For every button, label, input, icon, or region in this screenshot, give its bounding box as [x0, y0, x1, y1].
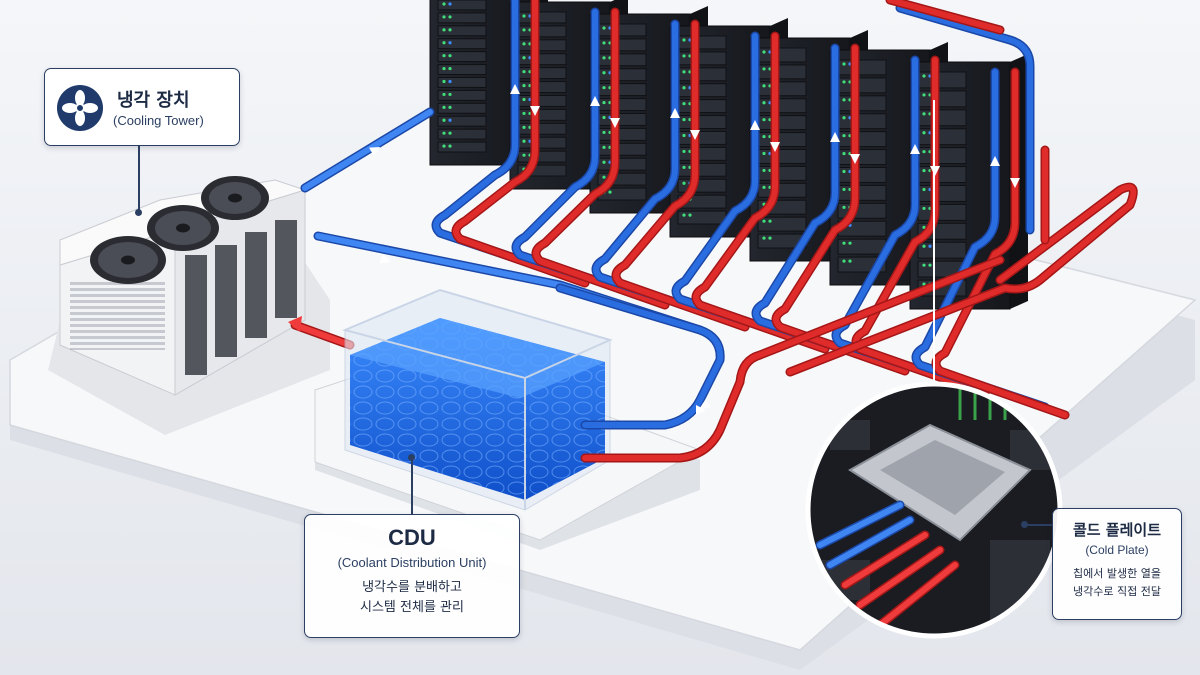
cdu-label-connector: [411, 458, 413, 514]
fan-icon: [201, 176, 269, 220]
flow-arrow-icon: [510, 84, 520, 94]
cooling-label-connector: [138, 146, 140, 212]
cold-plate-connector: [1026, 524, 1052, 526]
fan-icon: [147, 205, 219, 251]
flow-arrow-icon: [690, 130, 700, 140]
flow-arrow-icon: [750, 120, 760, 130]
flow-arrow-icon: [1010, 178, 1020, 188]
cdu-title: CDU: [388, 525, 436, 550]
cooling-tower-label: 냉각 장치 (Cooling Tower): [44, 68, 240, 146]
cold-plate-subtitle: (Cold Plate): [1085, 543, 1149, 557]
fan-icon: [90, 236, 166, 284]
flow-arrow-icon: [590, 96, 600, 106]
flow-arrow-icon: [369, 147, 381, 157]
cdu-subtitle: (Coolant Distribution Unit): [337, 555, 487, 570]
pipe-network: [369, 0, 1138, 463]
cold-plate-label: 콜드 플레이트 (Cold Plate) 칩에서 발생한 열을 냉각수로 직접 …: [1052, 508, 1182, 620]
cold-plate-anchor: [1021, 521, 1028, 528]
flow-arrow-icon: [530, 106, 540, 116]
cdu-description: 냉각수를 분배하고 시스템 전체를 관리: [305, 578, 519, 618]
flow-arrow-icon: [610, 118, 620, 128]
flow-arrow-icon: [990, 156, 1000, 166]
fan-icon: [57, 85, 103, 131]
cooling-tower: [48, 176, 330, 435]
cold-plate-desc-line-2: 냉각수로 직접 전달: [1073, 585, 1161, 598]
cdu-label-anchor: [408, 454, 415, 461]
cdu-label: CDU (Coolant Distribution Unit) 냉각수를 분배하…: [304, 514, 520, 638]
flow-arrow-icon: [910, 144, 920, 154]
cold-plate-title: 콜드 플레이트: [1072, 521, 1162, 539]
flow-arrow-icon: [830, 132, 840, 142]
flow-arrow-icon: [696, 405, 706, 415]
cold-plate-description: 칩에서 발생한 열을 냉각수로 직접 전달: [1053, 565, 1181, 601]
flow-arrow-icon: [670, 108, 680, 118]
flow-arrow-icon: [850, 154, 860, 164]
flow-arrow-icon: [770, 142, 780, 152]
cold-plate-desc-line-1: 칩에서 발생한 열을: [1073, 567, 1161, 580]
cooling-tower-subtitle: (Cooling Tower): [113, 113, 204, 128]
cooling-tower-title: 냉각 장치: [117, 90, 190, 111]
cdu-desc-line-1: 냉각수를 분배하고: [362, 580, 462, 595]
flow-arrow-icon: [699, 398, 711, 408]
cdu-desc-line-2: 시스템 전체를 관리: [360, 600, 464, 615]
cooling-label-anchor: [135, 209, 142, 216]
flow-arrow-icon: [379, 253, 391, 264]
